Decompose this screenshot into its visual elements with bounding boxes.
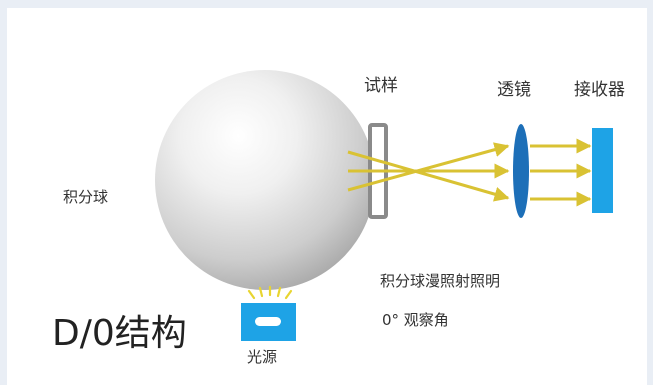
diagram-title: D/0结构 [52,313,187,354]
observation-label: 0° 观察角 [382,311,449,329]
receiver-label: 接收器 [574,80,625,100]
receiver [592,128,613,213]
light-rays [347,142,510,202]
sample-label: 试样 [364,76,398,96]
source-label: 光源 [247,348,278,366]
integrating-sphere [155,70,375,290]
sphere-label: 积分球 [63,188,109,206]
illumination-label: 积分球漫照射照明 [380,272,501,290]
lens-label: 透镜 [497,80,531,100]
light-source-window [255,317,281,326]
lens [513,124,529,218]
source-glow [247,285,293,300]
receiver-rays [530,138,592,207]
